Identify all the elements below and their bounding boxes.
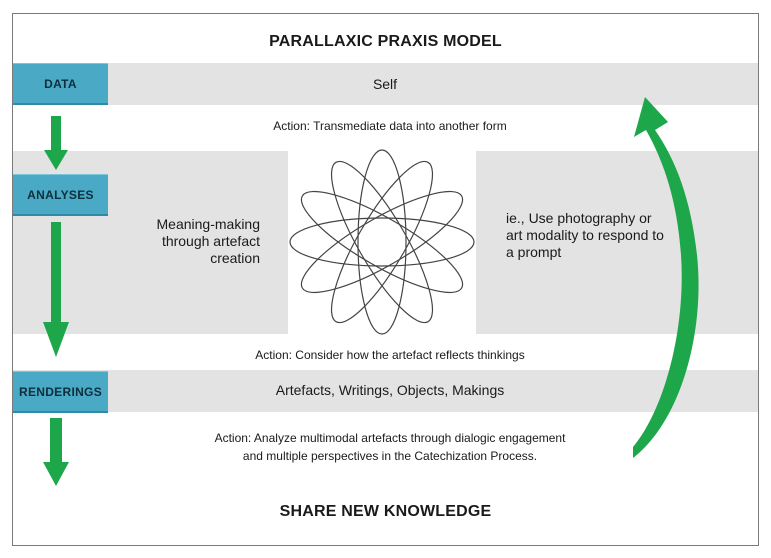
data-band [13,63,758,105]
data-content: Self [372,76,398,92]
renderings-label: RENDERINGS [13,371,108,413]
action-analyze-line: and multiple perspectives in the Catechi… [242,449,538,463]
analyses-left-text: Meaning-making through artefact creation [140,216,261,267]
diagram-title: PARALLAXIC PRAXIS MODEL [269,33,502,50]
spirograph-flower [289,149,475,335]
down-arrow-data-to-analyses [44,116,68,170]
action-analyze-line: Action: Analyze multimodal artefacts thr… [214,431,566,445]
return-arrow [633,97,699,458]
analyses-left-line: through artefact [161,233,260,249]
action-transmediate: Action: Transmediate data into another f… [273,119,507,133]
diagram-footer: SHARE NEW KNOWLEDGE [279,503,492,520]
analyses-left-line: Meaning-making [156,216,261,232]
analyses-right-text: ie., Use photography or art modality to … [506,210,706,261]
analyses-left-line: creation [210,250,260,266]
action-analyze: Action: Analyze multimodal artefacts thr… [160,429,620,465]
analyses-right-line: ie., Use photography or [506,210,652,226]
down-arrow-renderings-to-share [43,418,69,486]
analyses-right-line: a prompt [506,244,562,260]
action-consider: Action: Consider how the artefact reflec… [255,348,525,362]
renderings-content: Artefacts, Writings, Objects, Makings [275,382,505,398]
analyses-right-line: art modality to respond to [506,227,664,243]
renderings-band [13,370,758,412]
data-label: DATA [13,63,108,105]
analyses-label: ANALYSES [13,174,108,216]
down-arrow-analyses-to-renderings [43,222,69,357]
flower-panel [288,151,476,334]
